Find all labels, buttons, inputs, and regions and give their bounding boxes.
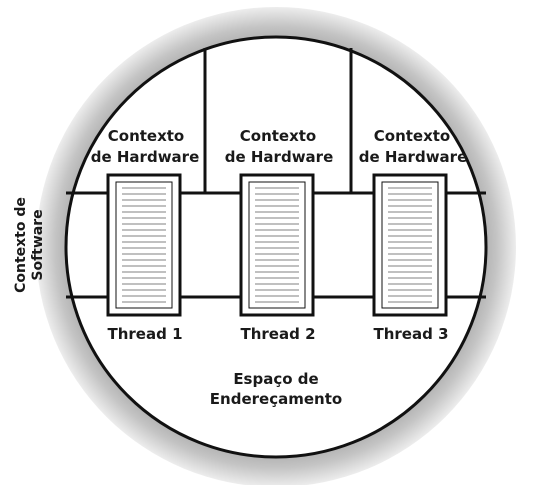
software-context-label-line2: Software: [30, 209, 46, 280]
hardware-context-3-label-line2: de Hardware: [359, 148, 468, 166]
thread-3-label: Thread 3: [374, 325, 449, 343]
thread-3-stack: [372, 173, 448, 317]
hardware-context-2-label-line2: de Hardware: [225, 148, 334, 166]
thread-2-stack: [239, 173, 315, 317]
address-space-label-line2: Endereçamento: [210, 390, 342, 408]
thread-1-label: Thread 1: [108, 325, 183, 343]
software-context-label-line1: Contexto de: [13, 197, 29, 293]
thread-2-label: Thread 2: [241, 325, 316, 343]
hardware-context-2-label-line1: Contexto: [240, 127, 317, 145]
hardware-context-1-label-line2: de Hardware: [91, 148, 200, 166]
address-space-label-line1: Espaço de: [233, 370, 318, 388]
thread-1-stack: [106, 173, 182, 317]
hardware-context-3-label-line1: Contexto: [374, 127, 451, 145]
hardware-context-1-label-line1: Contexto: [108, 127, 185, 145]
